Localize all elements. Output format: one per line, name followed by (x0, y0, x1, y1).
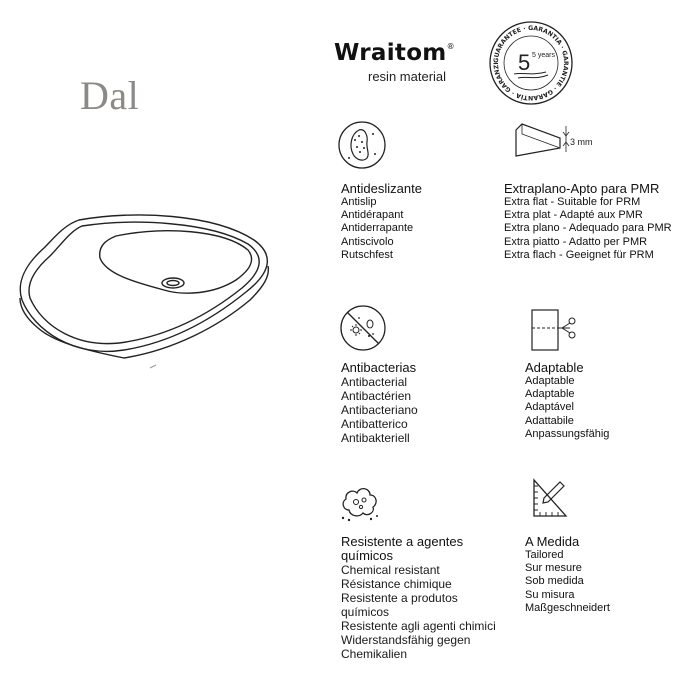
chemical-icon (341, 488, 378, 522)
brand-logo: Wraitom® (334, 40, 455, 66)
svg-text:5: 5 (518, 50, 530, 75)
feature-line: Resistente agli agenti chimici (341, 619, 496, 633)
feature-title: Antibacterias (341, 360, 417, 375)
product-name: Dal (80, 73, 140, 118)
feature-line: Extra piatto - Adatto per PMR (504, 235, 648, 248)
feature-line: Extra flat - Suitable for PRM (504, 196, 641, 208)
feature-line: Adattabile (525, 414, 574, 427)
feature-chemical: Resistente a agentes químicos Chemical r… (341, 534, 496, 662)
feature-line: Antidérapant (341, 209, 404, 222)
feature-line: Extra flach - Geeignet für PRM (504, 248, 654, 261)
brand-subtitle: resin material (368, 69, 447, 84)
feature-line: Antiscivolo (341, 235, 394, 248)
feature-line: Antibatterico (341, 417, 408, 431)
feature-custom: A Medida Tailored Sur mesure Sob medida … (525, 535, 610, 615)
feature-line: Extra plano - Adequado para PMR (504, 222, 672, 235)
feature-line: Resistente a produtos (341, 591, 458, 605)
feature-title: Resistente a agentes (341, 534, 464, 549)
feature-line: Résistance chimique (341, 577, 452, 591)
feature-line: Widerstandsfähig gegen (341, 633, 471, 647)
footprint-icon (338, 121, 386, 169)
feature-line: Tailored (525, 549, 564, 561)
feature-title: Adaptable (525, 360, 584, 375)
feature-antibacterial: Antibacterias Antibacterial Antibactérie… (341, 360, 418, 446)
feature-line: Su misura (525, 588, 575, 601)
feature-line: Extra plat - Adapté aux PMR (504, 209, 643, 222)
feature-line: Chemikalien (341, 647, 408, 661)
thickness-icon: 3 mm (515, 123, 593, 157)
feature-line: Antibacterial (341, 375, 408, 389)
thickness-label: 3 mm (570, 137, 593, 147)
feature-line: Antiderrapante (341, 222, 414, 235)
feature-line: Rutschfest (341, 248, 393, 261)
feature-adaptable: Adaptable Adaptable Adaptable Adaptável … (525, 361, 609, 441)
feature-title: A Medida (525, 534, 580, 549)
guarantee-years: 5 years (532, 52, 555, 59)
feature-line: químicos (341, 605, 390, 619)
feature-line: Antibakteriell (341, 431, 410, 445)
feature-antislip: Antideslizante Antislip Antidérapant Ant… (341, 182, 422, 262)
cut-icon (531, 309, 576, 351)
feature-extraflat: Extraplano-Apto para PMR Extra flat - Su… (504, 182, 672, 262)
feature-line: Antibacteriano (341, 403, 418, 417)
feature-title: Antideslizante (341, 181, 422, 196)
guarantee-seal-icon: GUARANTEE · GARANTIA · GARANTIE · GARANT… (486, 15, 573, 105)
feature-line: Adaptable (525, 375, 575, 387)
feature-line: Anpassungsfähig (525, 427, 610, 440)
feature-line: Sob medida (525, 575, 584, 588)
feature-line: Sur mesure (525, 562, 582, 575)
bacteria-icon (340, 305, 386, 351)
feature-line: Adaptable (525, 388, 575, 401)
feature-line: Maßgeschneidert (525, 601, 610, 614)
measure-icon (533, 478, 568, 517)
feature-line: Chemical resistant (341, 563, 440, 577)
feature-line: Adaptável (525, 401, 574, 414)
feature-line: Antislip (341, 196, 377, 208)
feature-line: Antibactérien (341, 389, 412, 403)
tray-drawing (19, 214, 270, 369)
feature-title: Extraplano-Apto para PMR (504, 181, 660, 196)
feature-title-cont: químicos (341, 548, 394, 563)
